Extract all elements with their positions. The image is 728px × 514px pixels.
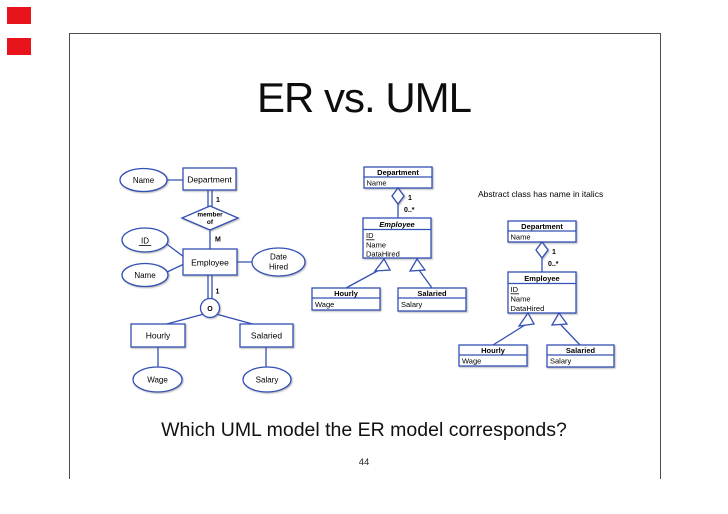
slide-title: ER vs. UML bbox=[256, 74, 472, 121]
uml1-hourly-title: Hourly bbox=[334, 289, 359, 298]
page-number: 44 bbox=[358, 457, 370, 468]
uml2-employee-title: Employee bbox=[524, 274, 559, 283]
er-attr-name-left-label: Name bbox=[134, 271, 156, 280]
er-card-department-label: 1 bbox=[216, 197, 220, 204]
uml1-line-hourly-employee bbox=[345, 268, 382, 289]
er-attr-id-label: ID bbox=[141, 237, 149, 246]
er-attr-id-ellipse bbox=[121, 227, 169, 253]
er-overlap-circle bbox=[199, 297, 221, 319]
uml2-generalization-triangle-left bbox=[517, 311, 536, 327]
uml2-employee-attr-name: Name bbox=[511, 295, 531, 304]
uml2-salaried-attr-salary: Salary bbox=[550, 357, 572, 366]
uml1-employee-title: Employee bbox=[379, 220, 414, 229]
er-line-circle-salaried bbox=[215, 313, 257, 326]
er-card-employee-label: M bbox=[215, 237, 221, 244]
er-attr-salary-ellipse bbox=[242, 366, 292, 393]
slide-frame bbox=[69, 33, 661, 479]
er-overlap-label: O bbox=[207, 306, 213, 313]
uml2-mult-many: 0..* bbox=[548, 261, 559, 268]
uml1-mult-one: 1 bbox=[408, 195, 412, 202]
er-entity-salaried-box bbox=[239, 323, 294, 348]
uml1-mult-many: 0..* bbox=[404, 207, 415, 214]
er-line-id-employee bbox=[163, 241, 185, 258]
uml1-line-salaried-employee bbox=[418, 269, 433, 289]
uml1-salaried-title: Salaried bbox=[417, 289, 447, 298]
er-entity-employee-label: Employee bbox=[191, 258, 229, 268]
er-entity-department-label: Department bbox=[187, 175, 232, 185]
uml1-hourly-box bbox=[311, 287, 381, 311]
er-line-circle-hourly bbox=[162, 313, 205, 326]
uml-middle-diagram: Department Name 1 0..* Employee ID Name … bbox=[311, 166, 467, 312]
uml1-employee-attr-id: ID bbox=[366, 231, 374, 240]
abstract-annotation: Abstract class has name in italics bbox=[478, 189, 603, 199]
uml2-hourly-title: Hourly bbox=[481, 346, 506, 355]
uml1-salaried-attr-salary: Salary bbox=[401, 300, 423, 309]
uml2-mult-one: 1 bbox=[552, 249, 556, 256]
uml1-department-title: Department bbox=[377, 168, 419, 177]
er-entity-employee-box bbox=[182, 248, 238, 276]
er-attr-hired-label: Hired bbox=[269, 263, 288, 272]
uml1-aggregation-diamond bbox=[391, 186, 405, 206]
uml1-employee-attr-datahired: DataHired bbox=[366, 250, 400, 259]
er-diagram: Name Department 1 member of M ID Name Em… bbox=[119, 167, 306, 393]
er-relationship-member-of-diamond bbox=[180, 205, 240, 231]
uml1-employee-attr-name: Name bbox=[366, 241, 386, 250]
er-attr-name-top-ellipse bbox=[119, 167, 168, 193]
uml1-salaried-box bbox=[397, 287, 467, 312]
uml2-aggregation-diamond bbox=[535, 240, 549, 260]
er-line-name-employee bbox=[164, 263, 185, 274]
uml2-employee-box bbox=[507, 271, 577, 314]
uml1-generalization-triangle-right bbox=[408, 257, 427, 272]
uml2-hourly-attr-wage: Wage bbox=[462, 357, 481, 366]
uml2-employee-attr-datahired: DataHired bbox=[511, 304, 545, 313]
uml1-employee-box bbox=[362, 217, 432, 259]
uml2-salaried-title: Salaried bbox=[566, 346, 596, 355]
er-attr-date-label: Date bbox=[270, 253, 287, 262]
uml1-hourly-attr-wage: Wage bbox=[315, 300, 334, 309]
er-entity-hourly-label: Hourly bbox=[146, 331, 171, 341]
red-accent-bar-2 bbox=[7, 38, 31, 55]
er-attr-name-top-label: Name bbox=[133, 176, 155, 185]
uml-right-diagram: Department Name 1 0..* Employee ID Name … bbox=[458, 220, 615, 368]
uml2-employee-attr-id: ID bbox=[511, 285, 519, 294]
er-attr-datehired-ellipse bbox=[251, 247, 306, 277]
uml2-line-hourly-employee bbox=[492, 324, 526, 346]
er-rel-of-label: of bbox=[207, 219, 214, 226]
uml2-department-attr-name: Name bbox=[511, 233, 531, 242]
er-entity-salaried-label: Salaried bbox=[251, 331, 282, 341]
red-accent-bar-1 bbox=[7, 7, 31, 24]
uml1-generalization-triangle-left bbox=[373, 257, 392, 272]
uml2-department-title: Department bbox=[521, 222, 563, 231]
er-rel-member-label: member bbox=[197, 212, 223, 219]
er-card-subclass-label: 1 bbox=[216, 289, 220, 296]
er-attr-wage-ellipse bbox=[132, 366, 183, 393]
uml2-generalization-triangle-right bbox=[550, 311, 569, 326]
uml2-line-salaried-employee bbox=[560, 324, 581, 346]
er-entity-hourly-box bbox=[130, 323, 186, 348]
er-entity-department-box bbox=[182, 167, 237, 191]
er-attr-wage-label: Wage bbox=[147, 376, 168, 385]
er-attr-salary-label: Salary bbox=[256, 376, 279, 385]
uml1-department-attr-name: Name bbox=[367, 179, 387, 188]
er-attr-name-left-ellipse bbox=[121, 262, 169, 288]
uml2-salaried-box bbox=[546, 344, 615, 368]
slide-question: Which UML model the ER model corresponds… bbox=[161, 419, 567, 441]
